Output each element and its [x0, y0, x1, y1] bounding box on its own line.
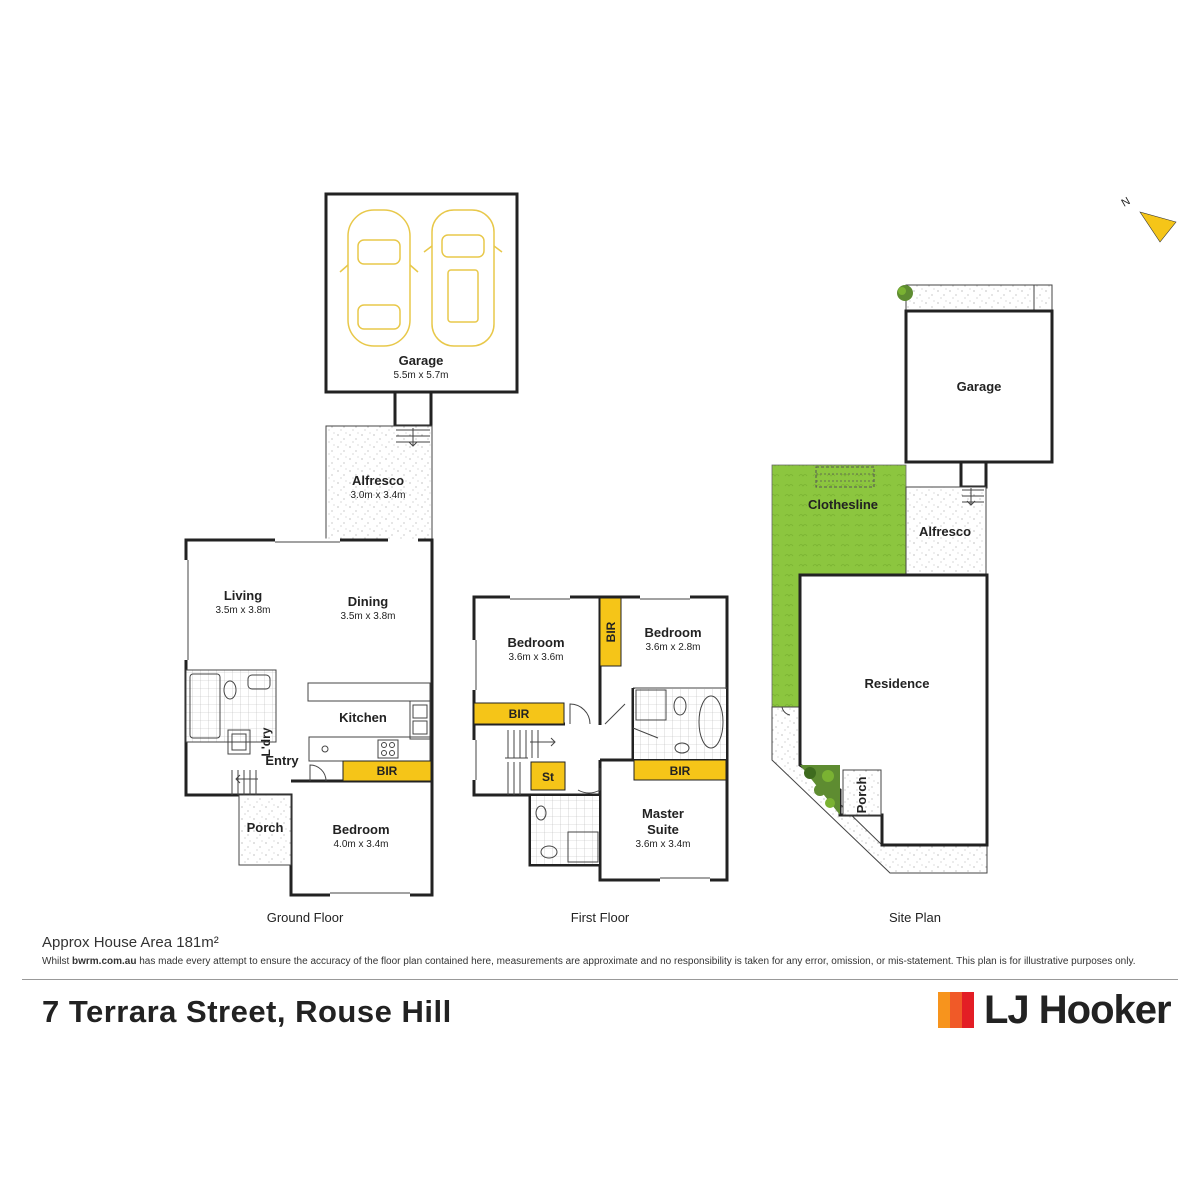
- car-icon: [423, 209, 503, 347]
- bedroom-label: Bedroom: [507, 635, 564, 650]
- living-dims: 3.5m x 3.8m: [215, 605, 270, 616]
- main-bathroom: [531, 796, 599, 864]
- residence-label: Residence: [864, 676, 929, 691]
- ground-bedroom: BIR Bedroom 4.0m x 3.4m: [291, 760, 432, 897]
- logo-bar: [950, 992, 962, 1028]
- first-floor-stairs: [505, 730, 556, 795]
- brand-name: LJ Hooker: [984, 987, 1172, 1032]
- bir-label: BIR: [509, 707, 530, 721]
- shrub-icon: [800, 765, 840, 815]
- ground-bedroom-dims: 4.0m x 3.4m: [333, 839, 388, 850]
- clothesline-icon: [815, 466, 875, 488]
- site-garage-label: Garage: [957, 379, 1002, 394]
- kitchen-area: Kitchen: [307, 682, 431, 762]
- disclaimer-prefix: Whilst: [42, 956, 72, 967]
- alfresco-area: Alfresco 3.0m x 3.4m: [325, 425, 433, 541]
- dining-dims: 3.5m x 3.8m: [340, 611, 395, 622]
- logo-bar: [938, 992, 950, 1028]
- property-address: 7 Terrara Street, Rouse Hill: [42, 994, 452, 1029]
- kitchen-label: Kitchen: [339, 710, 387, 725]
- master-suite-dims: 3.6m x 3.4m: [635, 839, 690, 850]
- first-floor-caption: First Floor: [571, 910, 630, 925]
- logo-bar: [962, 992, 974, 1028]
- disclaimer-site: bwrm.com.au: [72, 956, 137, 967]
- bedroom-label: Bedroom: [644, 625, 701, 640]
- logo-bars-icon: [938, 992, 974, 1028]
- north-arrow-icon: N: [1120, 195, 1177, 243]
- house-area: Approx House Area 181m²: [42, 934, 219, 951]
- bedroom-dims: 3.6m x 3.6m: [508, 652, 563, 663]
- bir-label: BIR: [604, 621, 618, 642]
- ground-floor-caption: Ground Floor: [267, 910, 344, 925]
- site-alfresco-label: Alfresco: [919, 524, 971, 539]
- master-suite-label-line1: Master: [642, 806, 684, 821]
- entry-label: Entry: [265, 753, 299, 768]
- entry-stairs: Entry: [231, 753, 299, 795]
- first-floor-plan: BIR BIR BIR St: [472, 595, 729, 925]
- porch-area: Porch: [238, 794, 292, 866]
- site-plan-caption: Site Plan: [889, 910, 941, 925]
- ground-bedroom-label: Bedroom: [332, 822, 389, 837]
- alfresco-label: Alfresco: [352, 473, 404, 488]
- porch-label: Porch: [247, 820, 284, 835]
- store-label: St: [542, 770, 554, 784]
- site-plan: Clothesline Garage Alfresco Porch: [771, 284, 1054, 925]
- disclaimer: Whilst bwrm.com.au has made every attemp…: [42, 956, 1135, 967]
- bedroom-dims: 3.6m x 2.8m: [645, 642, 700, 653]
- car-icon: [339, 209, 419, 347]
- disclaimer-text: has made every attempt to ensure the acc…: [136, 956, 1136, 967]
- divider: [22, 979, 1178, 980]
- garage-room: Garage 5.5m x 5.7m: [324, 192, 519, 428]
- brand-logo: LJ Hooker: [938, 987, 1172, 1032]
- garage-label: Garage: [399, 353, 444, 368]
- bathroom-area: L'dry: [185, 669, 277, 756]
- ground-floor-walls: [184, 538, 434, 897]
- master-suite-label-line2: Suite: [647, 822, 679, 837]
- dining-label: Dining: [348, 594, 388, 609]
- alfresco-dims: 3.0m x 3.4m: [350, 490, 405, 501]
- north-label: N: [1120, 195, 1133, 209]
- garage-dims: 5.5m x 5.7m: [393, 370, 448, 381]
- clothesline-label: Clothesline: [808, 497, 878, 512]
- floor-plan-drawing: Garage 5.5m x 5.7m Alfresco 3.0m x 3.4m …: [184, 192, 1177, 925]
- bir-label: BIR: [670, 764, 691, 778]
- ground-floor-plan: Garage 5.5m x 5.7m Alfresco 3.0m x 3.4m …: [184, 192, 519, 925]
- site-porch-label: Porch: [854, 777, 869, 814]
- laundry-label: L'dry: [259, 727, 273, 756]
- ensuite-bathroom: [634, 689, 726, 759]
- bir-label: BIR: [377, 764, 398, 778]
- living-label: Living: [224, 588, 262, 603]
